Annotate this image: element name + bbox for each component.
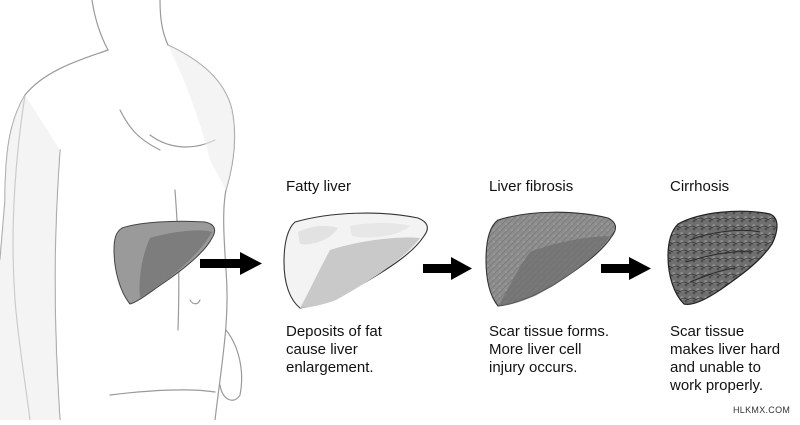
waist-band (109, 389, 216, 396)
description-line: and unable to (670, 359, 761, 376)
description-line: Deposits of fat (286, 323, 382, 340)
stage-title-fatty-liver: Fatty liver (286, 178, 352, 195)
stage-title-liver-fibrosis: Liver fibrosis (489, 178, 574, 195)
healthy-liver-illustration (113, 220, 216, 305)
arrow-3 (601, 257, 651, 280)
arrow-2 (423, 257, 472, 280)
fatty-liver-illustration (283, 212, 428, 309)
arm-inner (54, 149, 61, 421)
stage-title-cirrhosis: Cirrhosis (670, 178, 730, 195)
description-line: enlargement. (286, 359, 374, 376)
description-line: work properly. (670, 377, 764, 394)
cirrhosis-liver-illustration (667, 210, 778, 305)
stage-description-fatty-liver: Deposits of fat cause liver enlargement. (286, 323, 382, 377)
arrow-1 (200, 252, 262, 275)
description-line: cause liver (286, 341, 358, 358)
hand-outline (219, 329, 243, 401)
description-line: Scar tissue (670, 323, 745, 340)
stage-description-cirrhosis: Scar tissue makes liver hard and unable … (670, 323, 780, 395)
watermark: HLKMX.COM (733, 405, 791, 415)
description-line: injury occurs. (489, 359, 578, 376)
description-line: Scar tissue forms. (489, 323, 610, 340)
stage-description-liver-fibrosis: Scar tissue forms. More liver cell injur… (489, 323, 609, 377)
description-line: makes liver hard (670, 341, 781, 358)
description-line: More liver cell (489, 341, 582, 358)
fibrosis-liver-illustration (485, 211, 617, 307)
torso-shading (0, 45, 235, 420)
neck-outline (91, 0, 169, 51)
navel (189, 299, 201, 305)
chest-muscle-2 (119, 109, 161, 151)
